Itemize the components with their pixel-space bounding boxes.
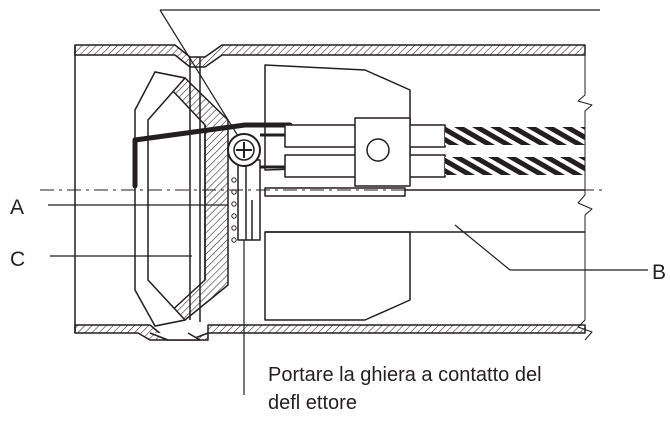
label-a: A <box>10 196 24 219</box>
leader-lines <box>48 9 648 395</box>
caption-line-1: Portare la ghiera a contatto del <box>268 364 542 386</box>
electrode-ring <box>237 159 261 241</box>
deflector-holes <box>231 177 237 243</box>
label-c: C <box>10 248 25 271</box>
label-b: B <box>652 261 666 284</box>
cables <box>445 127 585 175</box>
screw <box>227 133 261 167</box>
support-tube <box>264 187 585 233</box>
break-lines <box>577 45 593 341</box>
electrodes <box>132 117 446 189</box>
caption-line-2: defl ettore <box>268 392 357 414</box>
